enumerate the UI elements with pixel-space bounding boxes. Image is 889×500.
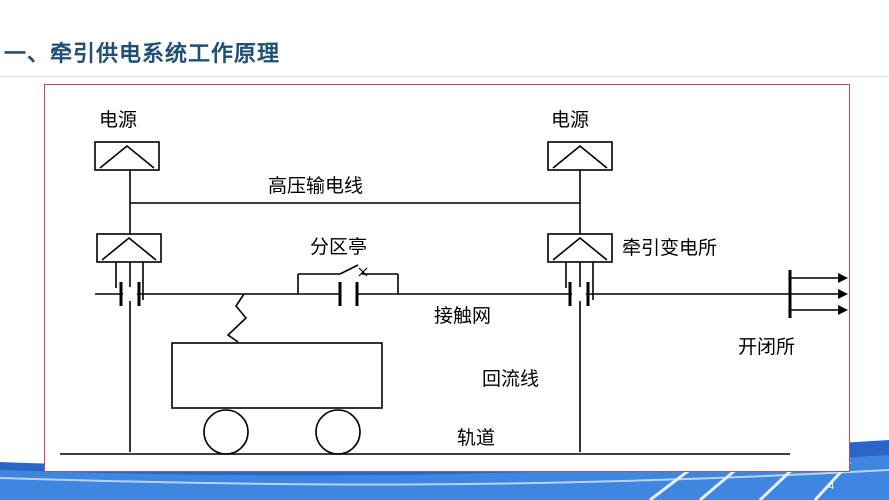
label-section-post: 分区亭: [310, 236, 367, 258]
train-wheel-right: [315, 409, 361, 455]
label-hv-line: 高压输电线: [268, 175, 363, 197]
train-wheel-left: [203, 409, 249, 455]
feeder-arrows: [838, 273, 848, 315]
label-power-source-right: 电源: [551, 109, 589, 131]
transformer-left: [96, 233, 162, 263]
traction-substation-transformer: [547, 233, 613, 263]
train-car: [171, 342, 383, 409]
insulator-right: [568, 282, 590, 306]
switching-station-feeders: [790, 277, 840, 311]
title-divider: [0, 76, 889, 77]
label-catenary: 接触网: [434, 305, 491, 327]
footer-highlight: [0, 469, 889, 486]
label-return-line: 回流线: [482, 368, 539, 390]
insulator-left: [119, 282, 141, 306]
power-source-left: [94, 141, 160, 171]
section-post-capacitor: [338, 282, 359, 306]
power-source-right: [547, 141, 613, 171]
page-number: 4: [828, 481, 834, 492]
label-switching-station: 开闭所: [738, 336, 795, 358]
section-post: [297, 264, 399, 294]
label-traction-substation: 牵引变电所: [622, 237, 717, 259]
slide-title: 一、牵引供电系统工作原理: [4, 41, 281, 67]
footer-pattern: [649, 460, 852, 500]
pantograph: [226, 293, 248, 343]
label-rail: 轨道: [457, 427, 495, 449]
label-power-source-left: 电源: [99, 109, 137, 131]
